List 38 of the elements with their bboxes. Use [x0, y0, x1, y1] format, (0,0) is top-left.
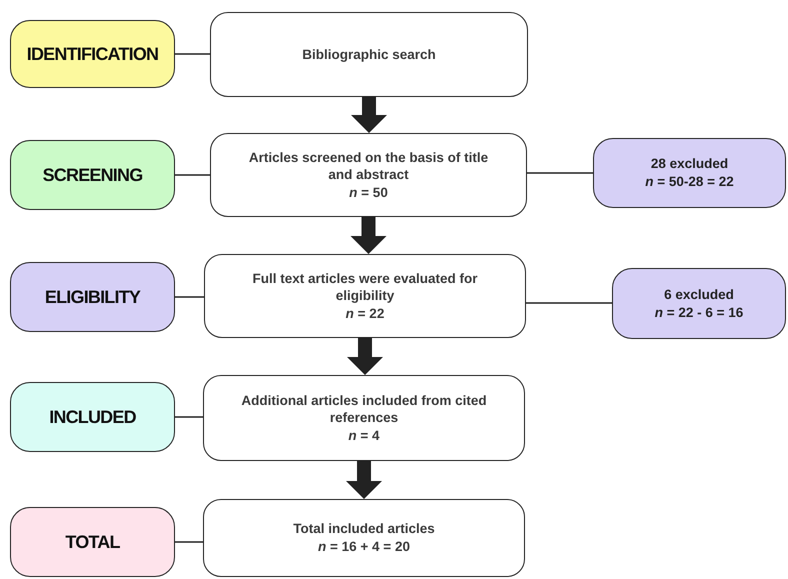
connector-line	[175, 296, 204, 298]
process-box	[204, 254, 526, 338]
stage-label-box	[10, 382, 175, 452]
stage-label: SCREENING	[42, 164, 142, 186]
box-text: 28 excluded	[650, 155, 728, 173]
process-box	[203, 375, 525, 461]
stage-label-box	[10, 262, 175, 332]
stage-label: TOTAL	[65, 532, 120, 552]
connector-line	[527, 172, 593, 174]
exclusion-box	[593, 138, 786, 208]
connector-line	[175, 53, 210, 55]
stage-label: INCLUDED	[49, 406, 136, 428]
connector-line	[175, 174, 210, 176]
count-text: n = 22 - 6 = 16	[654, 304, 744, 322]
count-text: n = 16 + 4 = 20	[318, 538, 410, 556]
block-arrow	[347, 338, 383, 375]
stage-label-box	[10, 507, 175, 577]
count-text: n = 50	[349, 184, 388, 202]
block-arrow	[351, 97, 387, 133]
box-text: Bibliographic search	[302, 46, 436, 64]
stage-label: IDENTIFICATION	[26, 44, 158, 64]
block-arrow	[346, 461, 382, 499]
box-text: 6 excluded	[664, 286, 734, 304]
process-box	[210, 133, 527, 217]
stage-label-box	[10, 20, 175, 88]
process-box	[203, 499, 525, 577]
connector-line	[175, 541, 203, 543]
box-text: Total included articles	[293, 520, 435, 538]
connector-line	[175, 416, 203, 418]
count-text: n = 4	[348, 426, 380, 444]
connector-line	[526, 302, 612, 304]
block-arrow	[350, 217, 386, 254]
exclusion-box	[612, 268, 786, 339]
process-box	[210, 12, 528, 97]
count-text: n = 22	[346, 304, 384, 322]
stage-label: ELIGIBILITY	[44, 286, 140, 308]
stage-label-box	[10, 140, 175, 210]
count-text: n = 50-28 = 22	[645, 173, 734, 191]
